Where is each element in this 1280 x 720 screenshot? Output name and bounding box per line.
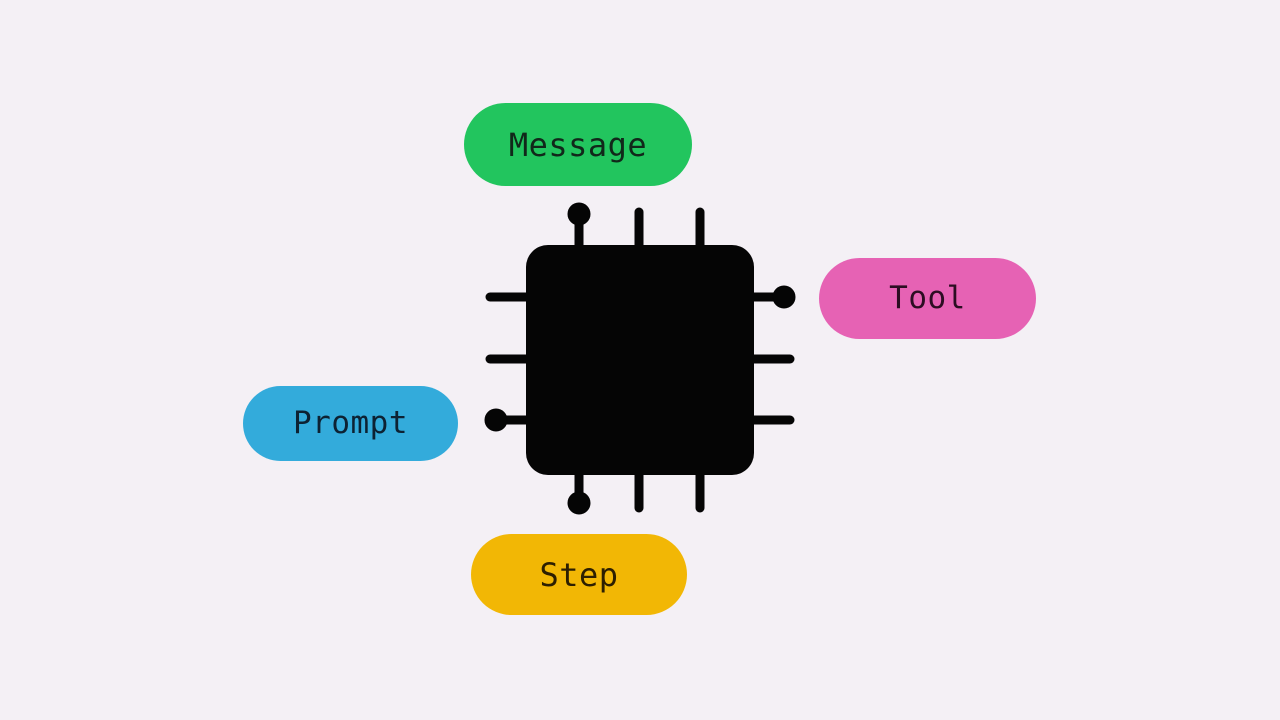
node-step-label: Step — [539, 555, 619, 594]
node-step[interactable]: Step — [471, 534, 687, 615]
node-tool[interactable]: Tool — [819, 258, 1036, 339]
node-tool-label: Tool — [889, 280, 966, 316]
microchip-glyph — [484, 202, 796, 515]
node-prompt-label: Prompt — [293, 405, 408, 441]
microchip-icon[interactable] — [480, 200, 800, 520]
node-message[interactable]: Message — [464, 103, 692, 186]
node-prompt[interactable]: Prompt — [243, 386, 458, 461]
node-message-label: Message — [508, 125, 648, 164]
